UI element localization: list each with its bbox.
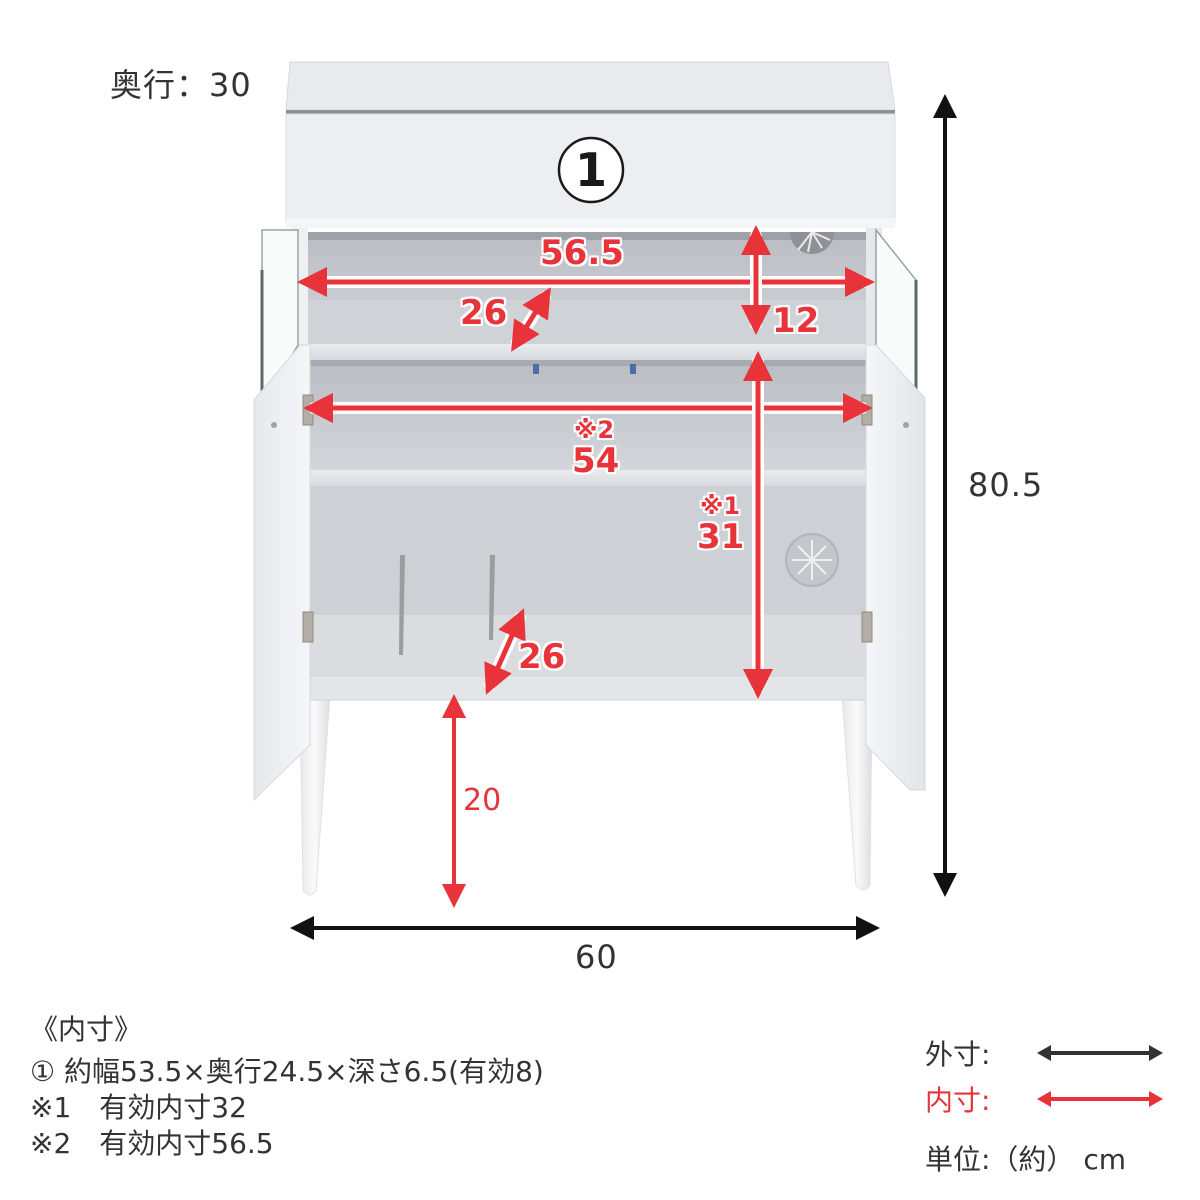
inner-top-height-label: 12 xyxy=(772,301,820,341)
depth-label: 奥行：30 xyxy=(110,66,252,104)
double-arrow-black-icon xyxy=(1037,1045,1163,1061)
inner-top-depth-label: 26 xyxy=(460,293,508,333)
legend-outer-label: 外寸: xyxy=(925,1038,991,1071)
drawer-marker-circle xyxy=(557,136,625,204)
drawer-marker-number: 1 xyxy=(574,143,607,197)
note-item: ① 約幅53.5×奥行24.5×深さ6.5(有効8) xyxy=(30,1055,544,1088)
inner-mid-width-note: ※2 xyxy=(574,416,615,444)
leg-height-label: 20 xyxy=(463,783,502,818)
legs xyxy=(299,694,873,896)
legend: 外寸: 内寸: 単位:（約） cm xyxy=(925,1030,1165,1178)
note-item: ※2 有効内寸56.5 xyxy=(30,1127,274,1160)
notes-title: 《内寸》 xyxy=(30,1013,143,1046)
legend-outer: 外寸: xyxy=(925,1030,1165,1076)
outer-width-label: 60 xyxy=(575,938,618,976)
inner-lower-height-label: 31 xyxy=(697,517,745,557)
inner-lower-height-note: ※1 xyxy=(700,492,741,520)
inner-top-width-label: 56.5 xyxy=(540,233,624,273)
cable-vent-lower xyxy=(785,533,839,587)
unit-label: 単位:（約） cm xyxy=(925,1143,1127,1176)
inner-lower-depth-label: 26 xyxy=(518,637,566,677)
double-arrow-red-icon xyxy=(1037,1091,1163,1107)
legend-inner: 内寸: xyxy=(925,1076,1165,1122)
note-item: ※1 有効内寸32 xyxy=(30,1091,247,1124)
legend-inner-label: 内寸: xyxy=(925,1084,991,1117)
drawer-marker: 1 xyxy=(559,140,623,200)
inner-mid-width-label: 54 xyxy=(572,441,620,481)
inner-dimension-notes: 《内寸》 ① 約幅53.5×奥行24.5×深さ6.5(有効8) ※1 有効内寸3… xyxy=(30,1012,544,1162)
cable-vent-upper xyxy=(790,231,834,254)
outer-height-label: 80.5 xyxy=(968,466,1044,504)
